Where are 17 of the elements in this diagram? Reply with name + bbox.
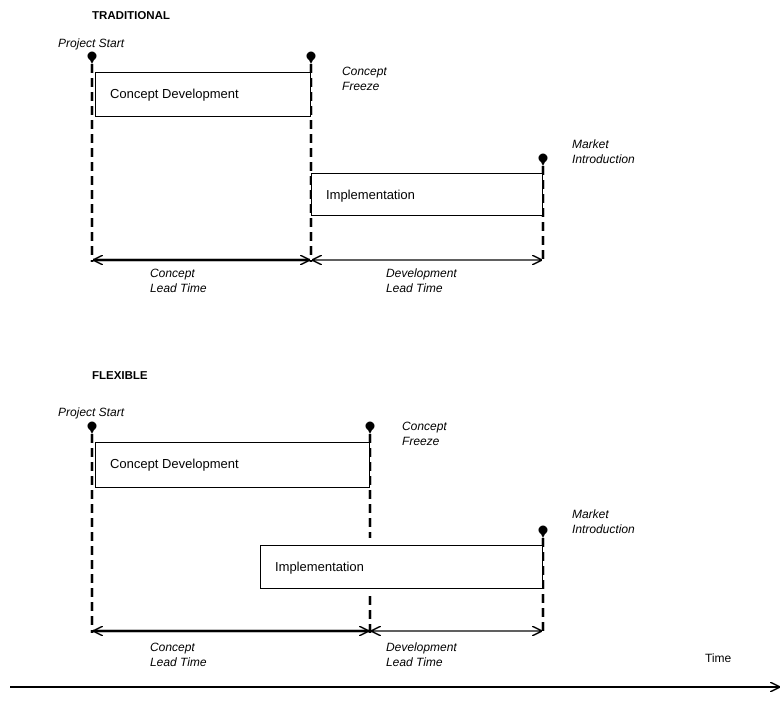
milestone-label: Concept Freeze [342, 64, 388, 94]
milestone-label: Project Start [58, 36, 124, 51]
duration-label: Concept Lead Time [150, 266, 208, 296]
axis-label: Time [705, 651, 732, 666]
duration-label: Concept Lead Time [150, 640, 208, 670]
process-box: Concept Development [95, 442, 370, 488]
milestone-label: Project Start [58, 405, 124, 420]
section-heading: TRADITIONAL [92, 9, 170, 24]
duration-label: Development Lead Time [386, 266, 458, 296]
section-heading: FLEXIBLE [92, 369, 148, 384]
milestone-label: Market Introduction [572, 137, 636, 167]
process-box: Concept Development [95, 72, 311, 117]
milestone-label: Concept Freeze [402, 419, 448, 449]
duration-label: Development Lead Time [386, 640, 458, 670]
process-box: Implementation [311, 173, 543, 216]
process-box: Implementation [260, 545, 543, 589]
milestone-label: Market Introduction [572, 507, 636, 537]
